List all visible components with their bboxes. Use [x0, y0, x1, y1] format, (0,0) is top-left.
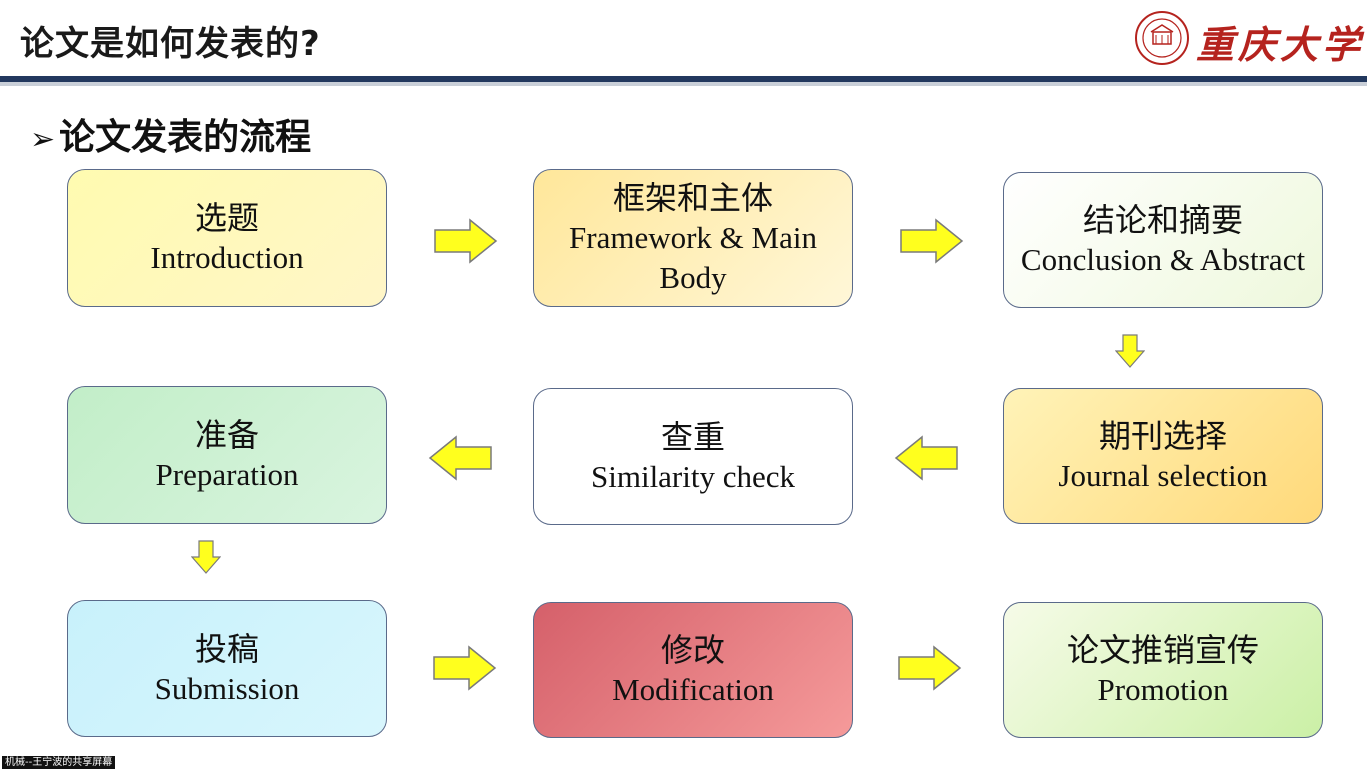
arrow-right-icon	[898, 645, 962, 691]
step-label-zh: 投稿	[194, 629, 259, 668]
step-box-framework: 框架和主体 Framework & Main Body	[533, 169, 853, 307]
section-title: 论文发表的流程	[59, 117, 312, 158]
step-label-en: Submission	[154, 670, 300, 706]
arrow-left-icon	[428, 435, 492, 481]
step-label-en: Promotion	[1097, 672, 1229, 707]
step-label-en: Framework & Main Body	[569, 220, 817, 295]
step-label-en: Preparation	[155, 457, 299, 492]
step-box-preparation: 准备 Preparation	[67, 386, 387, 524]
step-label-zh: 选题	[194, 199, 259, 237]
bullet-arrow-icon: ➢	[30, 122, 56, 157]
step-label-zh: 查重	[660, 417, 725, 456]
slide-title: 论文是如何发表的?	[20, 24, 321, 64]
university-name: 重庆大学	[1196, 22, 1365, 67]
step-label-zh: 论文推销宣传	[1066, 631, 1259, 669]
slide-header: 论文是如何发表的? 重庆大学	[0, 0, 1367, 78]
step-box-promotion: 论文推销宣传 Promotion	[1003, 602, 1323, 738]
screen-share-label: 机械--王宁波的共享屏幕	[2, 756, 116, 769]
step-label-zh: 修改	[660, 631, 725, 669]
step-box-similarity-check: 查重 Similarity check	[533, 388, 853, 525]
step-label-zh: 结论和摘要	[1082, 201, 1243, 239]
university-logo: 重庆大学	[1134, 10, 1360, 67]
step-label-en: Journal selection	[1058, 458, 1268, 493]
step-box-conclusion: 结论和摘要 Conclusion & Abstract	[1003, 172, 1323, 308]
header-divider-shadow	[0, 82, 1367, 86]
step-box-submission: 投稿 Submission	[67, 600, 387, 737]
step-label-en: Conclusion & Abstract	[1020, 242, 1306, 277]
step-box-modification: 修改 Modification	[533, 602, 853, 738]
step-label-en: Modification	[612, 672, 774, 707]
step-label-zh: 准备	[194, 416, 259, 454]
arrow-right-icon	[433, 645, 497, 691]
step-box-journal-selection: 期刊选择 Journal selection	[1003, 388, 1323, 524]
arrow-right-icon	[434, 218, 498, 264]
step-label-en: Introduction	[150, 240, 304, 275]
seal-icon	[1135, 11, 1189, 65]
arrow-down-icon	[1115, 334, 1145, 368]
step-label-zh: 框架和主体	[612, 179, 773, 217]
arrow-left-icon	[894, 435, 958, 481]
arrow-right-icon	[900, 218, 964, 264]
section-heading: ➢论文发表的流程	[30, 108, 311, 160]
step-label-zh: 期刊选择	[1098, 417, 1227, 455]
step-box-introduction: 选题 Introduction	[67, 169, 387, 307]
step-label-en: Similarity check	[590, 458, 796, 494]
arrow-down-icon	[191, 540, 221, 574]
header-divider	[0, 76, 1367, 82]
